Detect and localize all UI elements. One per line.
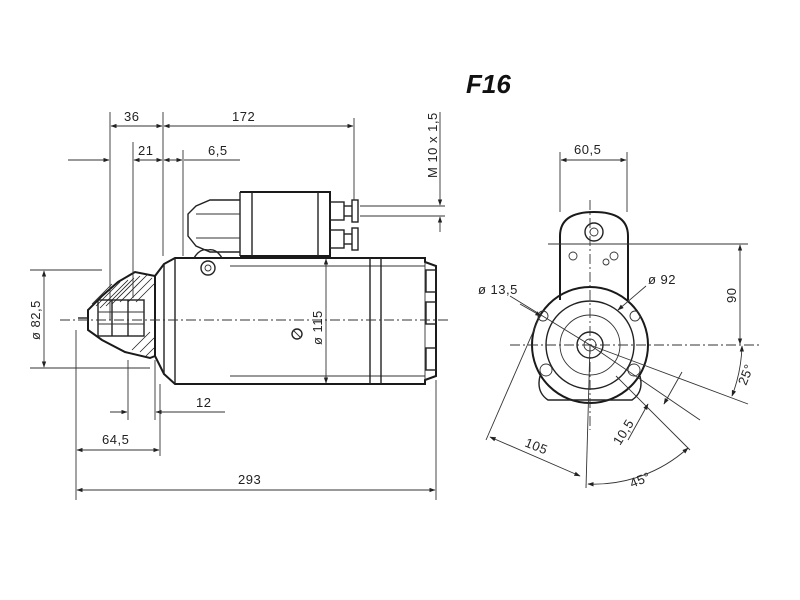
pinion-hatching <box>91 273 155 357</box>
dim-105-label: 105 <box>523 435 550 458</box>
front-view: 60,5 90 25° ø 13,5 ø 92 105 10,5 45° <box>478 142 760 491</box>
dim-64-5-label: 64,5 <box>102 432 129 447</box>
dim-115-label: ø 115 <box>310 310 325 345</box>
terminal-lower <box>329 229 345 249</box>
flange-hole <box>584 222 604 242</box>
dim-6-5-label: 6,5 <box>208 143 228 158</box>
dim-172-label: 172 <box>232 109 255 124</box>
dim-90-label: 90 <box>724 288 739 303</box>
dim-thread-label: M 10 x 1,5 <box>425 112 440 178</box>
flange-ear <box>559 210 629 300</box>
dim-82-5-label: ø 82,5 <box>28 300 43 340</box>
dim-21-label: 21 <box>138 143 153 158</box>
dim-293-label: 293 <box>238 472 261 487</box>
dim-13-5-label: ø 13,5 <box>478 282 518 297</box>
drawing-title: F16 <box>466 69 511 99</box>
dim-36-label: 36 <box>124 109 139 124</box>
side-view: M 10 x 1,5 36 172 21 6,5 ø 82,5 ø 115 <box>28 109 450 500</box>
dim-12-label: 12 <box>196 395 211 410</box>
dim-92-label: ø 92 <box>648 272 676 287</box>
solenoid <box>240 191 331 257</box>
dim-45deg-label: 45° <box>628 469 653 491</box>
terminal-upper <box>329 201 345 221</box>
dim-25deg-label: 25° <box>735 362 757 387</box>
drive-end-housing <box>154 257 228 385</box>
dim-60-5-label: 60,5 <box>574 142 601 157</box>
motor-body <box>228 257 437 385</box>
